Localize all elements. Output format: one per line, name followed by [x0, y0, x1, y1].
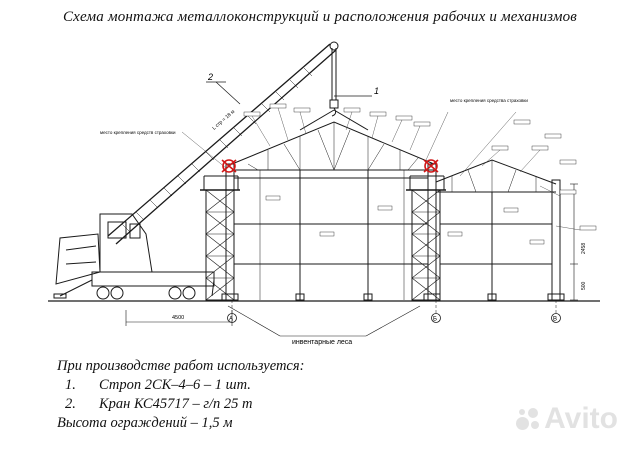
scaffolding-right — [406, 175, 446, 301]
safety-anchors — [221, 159, 439, 173]
notes-item-text: Строп 2СК–4–6 – 1 шт. — [99, 377, 251, 393]
truss-left — [231, 121, 435, 171]
scaffolding-left — [200, 175, 240, 301]
notes-footer: Высота ограждений – 1,5 м — [57, 415, 233, 431]
notes-item: 1. Строп 2СК–4–6 – 1 шт. — [57, 376, 304, 395]
notes-item-number: 2. — [65, 396, 76, 412]
axis-label-b: Б — [433, 317, 437, 323]
frame-b-v — [435, 159, 578, 301]
notes-item: 2. Кран КС45717 – г/п 25 т — [57, 395, 304, 414]
axis-marker-v — [551, 313, 561, 323]
label-fastening-right: место крепления средства страховки — [450, 98, 528, 103]
notes-item-number: 1. — [65, 377, 76, 393]
axis-label-v: В — [553, 317, 557, 323]
watermark-text: Avito — [544, 402, 618, 435]
diagram-title: Схема монтажа металлоконструкций и распо… — [62, 9, 578, 25]
label-fastening-left: место крепления средств страховки — [100, 130, 176, 135]
callout-sling-number: 1 — [374, 86, 379, 96]
label-dim-height-b: 500 — [581, 281, 587, 290]
notes-heading: При производстве работ используется: — [57, 358, 305, 374]
label-dim-span: 4500 — [172, 315, 184, 321]
label-scaffolding: инвентарные леса — [292, 339, 352, 346]
axis-marker-b — [431, 313, 441, 323]
avito-logo-icon — [514, 405, 542, 433]
label-dim-height-a: 2458 — [581, 243, 587, 254]
notes-item-text: Кран КС45717 – г/п 25 т — [99, 396, 253, 412]
axis-label-a: А — [229, 317, 233, 323]
axis-marker-a — [227, 313, 237, 323]
callout-crane-number: 2 — [207, 72, 213, 82]
work-notes: При производстве работ используется: 1. С… — [57, 357, 304, 433]
mobile-crane — [53, 41, 369, 300]
avito-watermark: Avito — [514, 402, 618, 436]
